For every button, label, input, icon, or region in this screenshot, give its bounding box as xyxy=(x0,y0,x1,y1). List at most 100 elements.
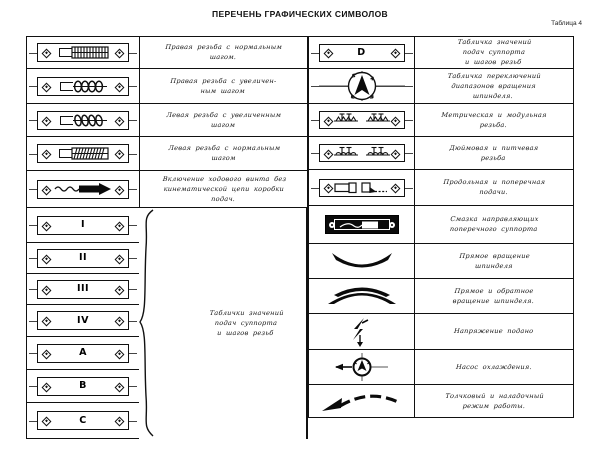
longitudinal-cross-feed-plate-icon xyxy=(310,178,413,197)
index-plate-label: C xyxy=(79,414,87,426)
page-title: ПЕРЕЧЕНЬ ГРАФИЧЕСКИХ СИМВОЛОВ xyxy=(211,9,389,19)
index-plate-icon: III xyxy=(29,279,137,299)
icon-cell-inch-pitch-thread-plate xyxy=(309,137,415,169)
index-plate-icon: A xyxy=(29,343,137,363)
description-cell: Напряжение подано xyxy=(415,314,573,349)
index-plate-label: III xyxy=(76,283,90,295)
voltage-on-lightning-icon xyxy=(352,317,368,347)
thread-plate-right-normal-pitch-icon xyxy=(29,43,137,62)
jog-setup-mode-arrow-icon xyxy=(321,394,401,411)
table-row: Насос охлаждения. xyxy=(308,350,574,385)
table-row: Правая резьба с увеличен-ным шагом xyxy=(26,69,308,104)
index-plate-icon: C xyxy=(29,411,137,430)
inch-pitch-thread-plate-icon xyxy=(310,144,413,162)
icon-cell-spindle-range-dial xyxy=(309,69,415,103)
spindle-forward-rotation-arc-icon xyxy=(331,253,392,268)
icon-cell-spindle-forward-rotation-arc xyxy=(309,244,415,278)
curly-brace-icon xyxy=(139,209,154,437)
thread-plate-right-increased-pitch-icon xyxy=(29,76,137,96)
icon-cell-jog-setup-mode-arrow xyxy=(309,385,415,417)
icon-cell-thread-plate-right-increased-pitch xyxy=(27,69,140,103)
index-plate-icon: IV xyxy=(29,311,137,330)
icon-cell-lead-screw-engage-plate xyxy=(27,171,140,207)
icon-cell-longitudinal-cross-feed-plate xyxy=(309,170,415,205)
icon-cell-thread-plate-right-normal-pitch xyxy=(27,37,140,68)
icon-cell-coolant-pump xyxy=(309,350,415,384)
icon-cell-index-plate-d: D xyxy=(309,37,415,68)
icon-cell-index-plate-iii: III xyxy=(27,274,140,304)
description-cell: Правая резьба с увеличен-ным шагом xyxy=(140,69,307,103)
thread-plate-left-normal-pitch-icon xyxy=(29,144,137,163)
icon-cell-cross-slide-lubrication-plate xyxy=(309,206,415,243)
table-number-label: Таблица 4 xyxy=(551,20,582,27)
index-plate-label: D xyxy=(357,46,366,58)
description-text: Насос охлаждения. xyxy=(455,362,533,371)
icon-cell-index-plate-c: C xyxy=(27,403,140,438)
index-plate-label: B xyxy=(79,380,87,392)
icon-cell-thread-plate-left-normal-pitch xyxy=(27,137,140,170)
index-plate-icon: II xyxy=(29,248,137,268)
icon-cell-index-plate-a: A xyxy=(27,337,140,369)
metric-module-thread-plate-icon xyxy=(310,111,413,129)
icon-cell-spindle-forward-reverse-rotation-arc xyxy=(309,279,415,313)
index-plate-label: I xyxy=(80,219,86,231)
index-plate-icon: I xyxy=(29,215,137,235)
icon-cell-voltage-on-lightning xyxy=(309,314,415,349)
lead-screw-engage-plate-icon xyxy=(29,179,137,199)
description-cell: Насос охлаждения. xyxy=(415,350,573,384)
icon-cell-thread-plate-left-increased-pitch xyxy=(27,104,140,136)
icon-cell-index-plate-iv: IV xyxy=(27,305,140,336)
coolant-pump-icon xyxy=(334,353,388,381)
icon-cell-index-plate-ii: II xyxy=(27,243,140,273)
index-plate-label: IV xyxy=(77,314,89,326)
index-plate-label: A xyxy=(79,347,87,359)
spindle-range-dial-icon xyxy=(310,71,413,101)
table-row: Напряжение подано xyxy=(308,314,574,350)
index-plate-label: II xyxy=(78,252,88,264)
icon-cell-metric-module-thread-plate xyxy=(309,104,415,136)
description-text: Правая резьба с увеличен-ным шагом xyxy=(170,76,278,95)
index-plate-icon: B xyxy=(29,376,137,396)
index-plate-icon: D xyxy=(310,43,413,62)
icon-cell-index-plate-i: I xyxy=(27,208,140,242)
description-text: Напряжение подано xyxy=(454,327,534,336)
